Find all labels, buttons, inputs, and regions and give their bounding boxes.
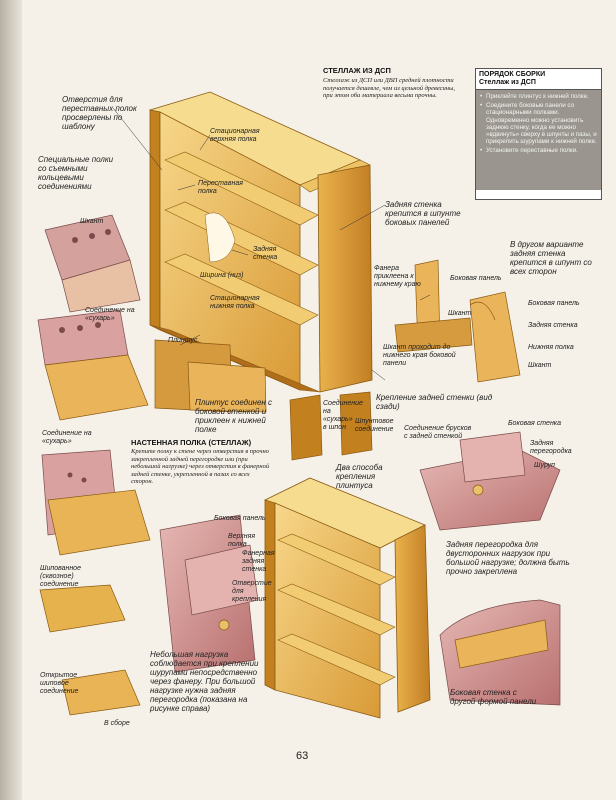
section-title: СТЕЛЛАЖ ИЗ ДСП	[323, 66, 391, 75]
assembly-box: ПОРЯДОК СБОРКИ Стеллаж из ДСП Приклейте …	[475, 68, 602, 200]
label-back-groove: Задняя стенка крепится в шпунте боковых …	[385, 200, 461, 227]
label-plywood-glued: Фанера приклеена к нижнему краю	[374, 265, 421, 288]
label-side-panel: Боковая панель	[450, 275, 502, 282]
label-coupling: Соединение на «сухарь»	[85, 307, 135, 322]
assembly-step: Приклейте плинтус к нижней полке.	[480, 93, 598, 100]
label-plywood-back: Фанерная задняя стенка	[242, 550, 275, 573]
wall-title: НАСТЕННАЯ ПОЛКА (СТЕЛЛАЖ)	[131, 438, 252, 447]
label-tenon-open: Открытое шиповое соединение	[40, 672, 79, 695]
main-bookcase	[148, 91, 373, 393]
assembly-step: Соедините боковые панели со стационарным…	[480, 102, 598, 145]
label-half-hole: Отверстие для крепления	[232, 580, 272, 603]
label-movable: Переставная полка	[198, 180, 243, 195]
label-plinth: Плинтус	[168, 337, 198, 344]
label-slot-joint: Соединение на «сухарь»	[42, 430, 92, 445]
label-back-panel: Задняя стенка	[253, 246, 278, 261]
assembly-title: ПОРЯДОК СБОРКИ	[479, 71, 546, 78]
label-back-mount: Крепление задней стенки (вид сзади)	[376, 393, 493, 411]
assembly-steps: Приклейте плинтус к нижней полке. Соедин…	[476, 90, 601, 190]
page-gutter-shadow	[0, 0, 22, 800]
assembly-subtitle: Стеллаж из ДСП	[479, 79, 536, 86]
wall-bookcase	[264, 477, 431, 719]
section-text: Стеллаж из ДСП или ДВП средней плотности…	[323, 77, 456, 100]
label-plinth-joined: Плинтус соединен с боковой стенкой и при…	[195, 398, 273, 434]
label-tenon-joint: Шипованное (сквозное) соединение	[40, 565, 81, 588]
label-fixed-top: Стационарная верхняя полка	[210, 128, 260, 143]
left-joint-details	[37, 214, 151, 716]
label-spike-joint: Шпунтовое соединение	[355, 418, 394, 433]
label-ear-joint: Соединение на «сухарь» в шпон	[323, 400, 363, 431]
label-two-ways: Два способа крепления плинтуса	[336, 463, 383, 490]
label-light-load: Небольшая нагрузка соблюдается при крепл…	[150, 650, 259, 713]
back-panel-detail	[394, 259, 521, 383]
label-dowel-2: Шкант	[448, 310, 472, 317]
label-holes: Отверстия для переставных полок просверл…	[62, 95, 137, 131]
assembly-step: Установите переставные полки.	[480, 147, 598, 154]
label-bottom-shelf: Нижняя полка	[528, 344, 574, 351]
plinth-detail	[154, 339, 373, 461]
label-special-holders: Специальные полки со съемными кольцевыми…	[38, 155, 114, 191]
label-dowel-bottom: Шкант проходит до нижнего края боковой п…	[383, 344, 456, 367]
label-shkant-3: Шкант	[528, 362, 552, 369]
back-partition-detail	[419, 431, 561, 531]
label-reinforced: Соединение брусков с задней стенкой	[404, 425, 472, 440]
label-dowel-r: Шуруп	[534, 462, 555, 469]
side-wall-other-detail	[439, 599, 561, 706]
label-side-wall-r: Боковая стенка	[508, 420, 561, 427]
label-fixed-bottom: Стационарная нижняя полка	[210, 295, 260, 310]
label-back-partition-note: Задняя перегородка для двусторонних нагр…	[446, 540, 570, 576]
label-side-panel-2: Боковая панель	[528, 300, 580, 307]
pink-shelf-detail	[159, 514, 259, 673]
label-dowel: Шкант	[80, 218, 104, 225]
label-back-wall-variant: В другом варианте задняя стенка крепится…	[510, 240, 592, 276]
label-width-vis: Ширина (низ)	[200, 272, 244, 279]
leader-lines	[112, 107, 431, 381]
label-back-wall-3: Задняя стенка	[528, 322, 578, 329]
assembly-box-header: ПОРЯДОК СБОРКИ Стеллаж из ДСП	[476, 69, 601, 90]
label-side-panel-w: Боковая панель	[214, 515, 266, 522]
label-back-partition: Задняя перегородка	[530, 440, 572, 455]
label-side-wall-other: Боковая стенка с другой формой панели	[450, 688, 537, 706]
wall-text: Крепите полку к стене через отверстия в …	[131, 448, 270, 486]
page-number: 63	[296, 750, 309, 762]
label-top-panel: Верхняя полка	[228, 533, 256, 548]
label-side-section: В сборе	[104, 720, 130, 727]
